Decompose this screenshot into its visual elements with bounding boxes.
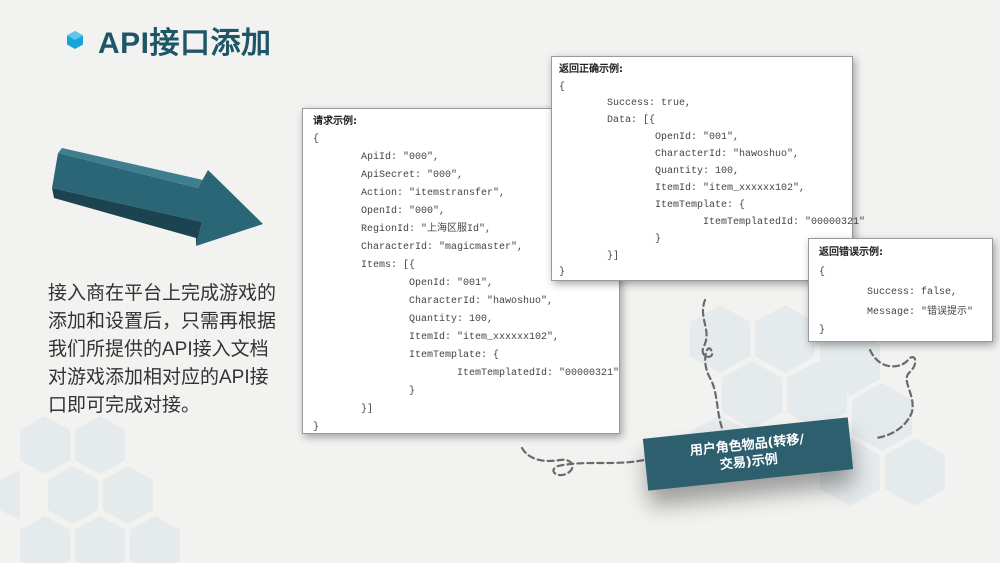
code-line: Action: "itemstransfer",	[313, 188, 506, 199]
hexagon-icon	[67, 31, 83, 49]
code-line: Quantity: 100,	[313, 314, 494, 325]
code-line: ApiId: "000",	[313, 152, 440, 163]
code-line: Quantity: 100,	[559, 166, 740, 177]
request-heading: 请求示例:	[313, 116, 357, 127]
code-line: }	[559, 267, 566, 278]
code-line: CharacterId: "hawoshuo",	[313, 296, 554, 307]
code-line: }	[819, 325, 826, 336]
code-line: ApiSecret: "000",	[313, 170, 464, 181]
code-line: OpenId: "000",	[313, 206, 446, 217]
success-example-panel: 返回正确示例: { Success: true, Data: [{ OpenId…	[551, 56, 865, 281]
code-line: {	[559, 82, 566, 93]
code-line: ItemTemplatedId: "00000321"	[313, 368, 620, 379]
code-line: }	[559, 234, 662, 245]
code-line: Success: false,	[819, 287, 958, 298]
code-line: }	[313, 422, 320, 433]
slide-header: API接口添加	[66, 18, 272, 62]
code-line: OpenId: "001",	[313, 278, 494, 289]
code-line: }	[313, 386, 416, 397]
code-line: ItemTemplate: {	[313, 350, 500, 361]
code-line: {	[313, 134, 320, 145]
code-line: ItemTemplatedId: "00000321"	[559, 217, 866, 228]
error-heading: 返回错误示例:	[819, 247, 883, 258]
code-line: }]	[559, 251, 620, 262]
code-line: }]	[313, 404, 374, 415]
code-line: ItemTemplate: {	[559, 200, 746, 211]
error-example-panel: 返回错误示例: { Success: false, Message: "错误提示…	[808, 238, 993, 342]
code-line: CharacterId: "hawoshuo",	[559, 149, 800, 160]
code-line: {	[819, 267, 826, 278]
arrow-right-icon	[52, 148, 263, 246]
code-line: OpenId: "001",	[559, 132, 740, 143]
success-heading: 返回正确示例:	[559, 64, 623, 75]
code-line: Success: true,	[559, 98, 692, 109]
code-line: ItemId: "item_xxxxxx102",	[559, 183, 806, 194]
description-text: 接入商在平台上完成游戏的 添加和设置后，只需再根据 我们所提供的API接入文档 …	[48, 283, 277, 416]
code-line: Data: [{	[559, 115, 656, 126]
code-line: Message: "错误提示"	[819, 307, 974, 318]
code-line: ItemId: "item_xxxxxx102",	[313, 332, 560, 343]
code-line: CharacterId: "magicmaster",	[313, 242, 524, 253]
page-title: API接口添加	[98, 27, 272, 60]
code-line: RegionId: "上海区服Id",	[313, 224, 492, 235]
code-line: Items: [{	[313, 260, 416, 271]
